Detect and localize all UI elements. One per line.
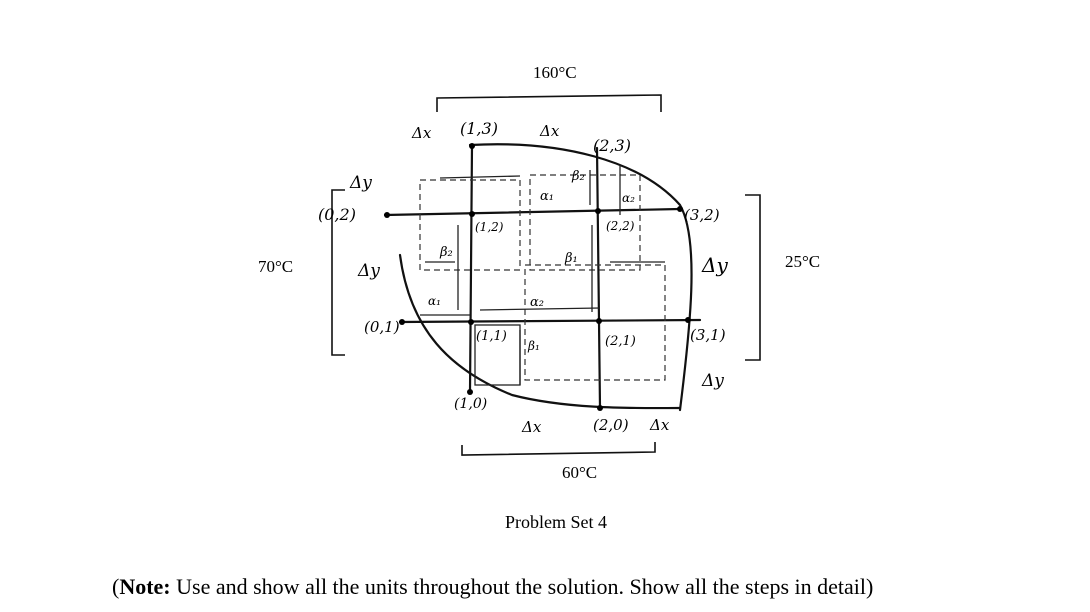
note-open-paren: ( (112, 574, 120, 599)
dy-label-left-upper: Δy (349, 173, 372, 193)
node-dot-2-2 (595, 208, 601, 214)
node-label-1-1: (1,1) (476, 329, 507, 344)
right-bracket (745, 194, 761, 361)
dx-label-top-right: Δx (539, 122, 560, 140)
node-dot-1-0 (467, 389, 473, 395)
node-label-0-2: (0,2) (318, 205, 356, 224)
dx-label-bottom-right: Δx (649, 416, 670, 434)
node-dot-3-1 (685, 317, 691, 323)
cv-1-2 (419, 179, 521, 271)
alpha2-upper-right: α₂ (622, 191, 635, 205)
node-dot-1-3 (469, 143, 475, 149)
dx-label-top-left: Δx (411, 124, 432, 142)
node-dot-0-2 (384, 212, 390, 218)
beta1-center: β₁ (564, 251, 578, 266)
node-label-3-1: (3,1) (690, 326, 726, 344)
dy-label-right-upper: Δy (701, 253, 728, 277)
node-label-2-0: (2,0) (593, 416, 629, 434)
node-label-3-2: (3,2) (684, 206, 720, 224)
beta2-upper: β₂ (571, 169, 585, 184)
grid-col-2 (595, 146, 602, 410)
caption: Problem Set 4 (505, 512, 607, 532)
node-label-2-2: (2,2) (606, 219, 635, 233)
top-temp: 160°C (533, 63, 577, 82)
node-dot-2-1 (596, 318, 602, 324)
cv-2-2 (529, 174, 641, 271)
node-label-1-3: (1,3) (460, 119, 498, 138)
note-text: Use and show all the units throughout th… (170, 574, 874, 599)
bottom-bracket (461, 442, 656, 456)
dx-label-bottom-left: Δx (521, 418, 542, 436)
node-dot-3-2 (677, 206, 683, 212)
node-dot-0-1 (399, 319, 405, 325)
note: (Note: Use and show all the units throug… (112, 574, 873, 600)
dy-label-right-lower: Δy (701, 371, 724, 391)
left-bracket (331, 189, 345, 356)
grid-col-1 (468, 143, 474, 394)
cv-1-2-top (439, 175, 521, 179)
grid-row-1 (398, 318, 702, 324)
left-temp: 70°C (258, 257, 293, 276)
right-temp: 25°C (785, 252, 820, 271)
node-label-1-2: (1,2) (475, 220, 504, 234)
dy-label-left-lower: Δy (357, 261, 380, 281)
bottom-temp: 60°C (562, 463, 597, 482)
node-label-0-1: (0,1) (364, 318, 400, 336)
cv-2-1 (524, 264, 666, 381)
node-label-2-3: (2,3) (593, 136, 631, 155)
node-dot-1-2 (469, 211, 475, 217)
grid-row-2 (383, 207, 682, 217)
alpha2-center: α₂ (530, 295, 544, 310)
beta1-lower: β₁ (527, 339, 540, 353)
boundary-right-upper-curve (468, 143, 693, 412)
beta2-left: β₂ (439, 245, 453, 260)
note-bold-label: Note: (119, 574, 171, 599)
cv-inner-h (479, 307, 601, 311)
alpha1-upper: α₁ (540, 189, 554, 204)
node-dot-1-1 (468, 319, 474, 325)
boundary-left-lower-curve (398, 253, 682, 410)
top-bracket (436, 94, 662, 112)
alpha1-left: α₁ (428, 294, 441, 308)
node-label-2-1: (2,1) (605, 334, 636, 349)
node-dot-2-0 (597, 405, 603, 411)
node-label-1-0: (1,0) (454, 396, 487, 412)
